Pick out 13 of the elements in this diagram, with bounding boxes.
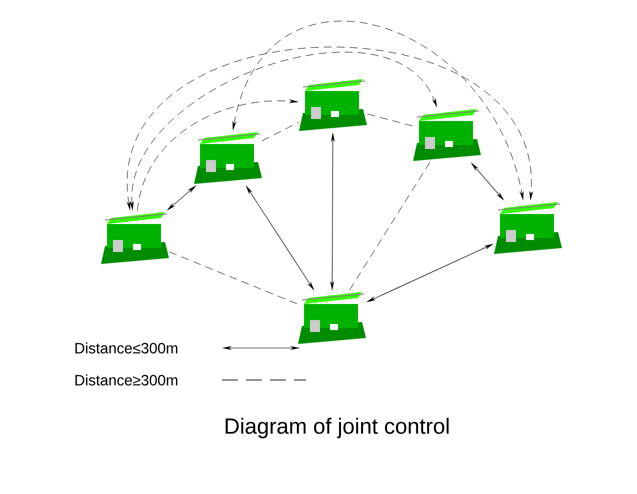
connector-arrow	[232, 20, 524, 200]
machine-drawing	[494, 202, 562, 254]
machine-drawing	[298, 292, 366, 344]
machine-drawing	[101, 212, 169, 264]
legend-text: Distance≥300m	[75, 374, 178, 386]
legend-text: Distance≤300m	[75, 342, 178, 354]
machine-drawing	[299, 79, 367, 131]
connector-arrow	[127, 46, 533, 210]
connector-arrow	[137, 100, 298, 212]
connector-arrow	[130, 52, 437, 210]
machine-drawing	[413, 109, 481, 161]
machine-drawing	[194, 132, 262, 184]
caption: Diagram of joint control	[226, 418, 449, 438]
